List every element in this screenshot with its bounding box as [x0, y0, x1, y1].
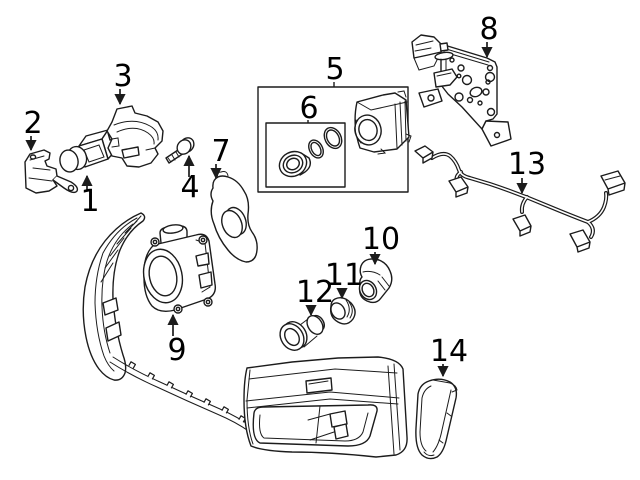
part-6-seal-kit[interactable]	[265, 122, 346, 188]
part-3-bracket[interactable]	[106, 105, 164, 168]
part-2-bracket[interactable]	[24, 149, 79, 194]
callout-10-label[interactable]: 10	[362, 222, 400, 257]
part-10-sensor-housing[interactable]	[356, 258, 393, 304]
callout-12: 12	[296, 275, 334, 317]
callout-2-label[interactable]: 2	[23, 106, 42, 141]
callouts: 1 2 3 4 5 6 7 8 9 10 11 12 13 14	[23, 12, 546, 378]
callout-13: 13	[508, 147, 546, 195]
grommet-large	[278, 150, 312, 178]
part-13-wiring-harness[interactable]	[414, 145, 626, 253]
part-14-trim-strip[interactable]	[415, 378, 458, 460]
callout-5-label[interactable]: 5	[325, 52, 344, 87]
callout-8: 8	[479, 12, 499, 59]
part-12-sensor-retainer[interactable]	[275, 313, 327, 355]
part-bumper-cover[interactable]	[82, 212, 408, 458]
part-7-plate[interactable]	[210, 171, 258, 263]
callout-7: 7	[210, 134, 231, 180]
callout-1-label[interactable]: 1	[80, 184, 99, 219]
callout-4-label[interactable]: 4	[180, 170, 199, 205]
o-ring-small	[308, 139, 324, 159]
kit-camera	[354, 90, 412, 155]
callout-4: 4	[180, 154, 200, 205]
part-1-camera-sensor[interactable]	[58, 129, 118, 174]
callout-14: 14	[430, 334, 468, 378]
callout-7-label[interactable]: 7	[211, 134, 230, 169]
callout-14-label[interactable]: 14	[430, 334, 468, 369]
callout-3: 3	[113, 59, 133, 106]
part-5-kit-box[interactable]	[257, 86, 412, 193]
callout-1: 1	[80, 174, 100, 219]
callout-2: 2	[23, 106, 43, 152]
callout-6-label[interactable]: 6	[299, 91, 318, 126]
part-9-radar-sensor[interactable]	[139, 224, 217, 314]
callout-13-label[interactable]: 13	[508, 147, 546, 182]
callout-9: 9	[167, 313, 187, 368]
callout-8-label[interactable]: 8	[479, 12, 498, 47]
callout-11-label[interactable]: 11	[325, 258, 363, 293]
callout-11: 11	[325, 258, 363, 300]
part-11-parking-sensor[interactable]	[328, 296, 356, 325]
callout-3-label[interactable]: 3	[113, 59, 132, 94]
o-ring-large	[323, 126, 343, 150]
camera-lens	[59, 145, 88, 173]
callout-9-label[interactable]: 9	[167, 333, 186, 368]
callout-5: 5	[325, 52, 345, 87]
callout-6: 6	[299, 91, 318, 126]
callout-10: 10	[362, 222, 400, 266]
radar-mount-tabs	[150, 235, 213, 314]
part-8-mount-bracket[interactable]	[411, 34, 512, 147]
callout-12-label[interactable]: 12	[296, 275, 334, 310]
part-4-screw[interactable]	[165, 135, 197, 164]
harness-connectors	[414, 145, 626, 253]
bracket-holes	[449, 57, 496, 117]
